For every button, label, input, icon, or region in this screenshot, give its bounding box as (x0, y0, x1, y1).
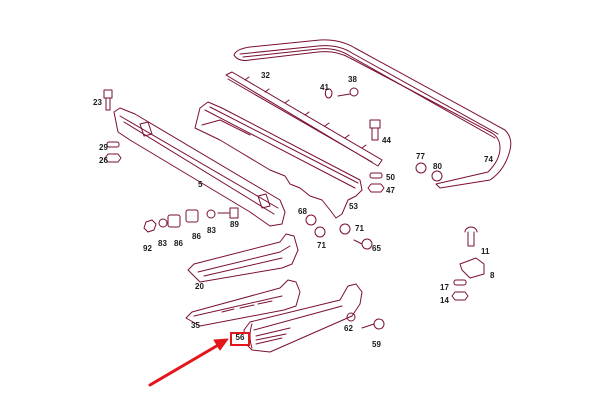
pointer-arrow (148, 338, 229, 387)
callout-label-68: 68 (298, 207, 307, 216)
callout-label-44: 44 (382, 136, 391, 145)
callout-label-11: 11 (481, 247, 490, 256)
part-5-bumper-carrier (113, 107, 286, 227)
callout-label-23: 23 (93, 98, 102, 107)
callout-label-53: 53 (349, 202, 358, 211)
callout-label-83: 83 (158, 239, 167, 248)
highlighted-part-label: 56 (235, 333, 245, 342)
callout-label-5: 5 (198, 180, 203, 189)
callout-label-32: 32 (261, 71, 270, 80)
callout-label-59: 59 (372, 340, 381, 349)
callout-label-62: 62 (344, 324, 353, 333)
callout-label-20: 20 (195, 282, 204, 291)
callout-label-29: 29 (99, 143, 108, 152)
highlighted-part-box[interactable]: 56 (230, 332, 250, 346)
part-56-end-cap (243, 283, 363, 353)
callout-label-92: 92 (143, 244, 152, 253)
callout-label-47: 47 (386, 186, 395, 195)
callout-label-86: 86 (192, 232, 201, 241)
part-74-moulding (233, 39, 512, 189)
callout-label-35: 35 (191, 321, 200, 330)
callout-label-50: 50 (386, 173, 395, 182)
fasteners (103, 87, 485, 330)
callout-label-65: 65 (372, 244, 381, 253)
part-53-rear-apron (194, 101, 363, 219)
callout-label-71: 71 (355, 224, 364, 233)
callout-label-86: 86 (174, 239, 183, 248)
callout-label-38: 38 (348, 75, 357, 84)
callout-label-14: 14 (440, 296, 449, 305)
callout-label-17: 17 (440, 283, 449, 292)
callout-label-71: 71 (317, 241, 326, 250)
callout-label-89: 89 (230, 220, 239, 229)
part-20-corner-piece (187, 233, 299, 283)
part-32-trim-strip (225, 71, 383, 167)
callout-label-74: 74 (484, 155, 493, 164)
callout-label-83: 83 (207, 226, 216, 235)
callout-label-77: 77 (416, 152, 425, 161)
callout-label-80: 80 (433, 162, 442, 171)
part-35-corner-molding (185, 279, 301, 327)
callout-label-41: 41 (320, 83, 329, 92)
callout-label-26: 26 (99, 156, 108, 165)
callout-label-8: 8 (490, 271, 495, 280)
